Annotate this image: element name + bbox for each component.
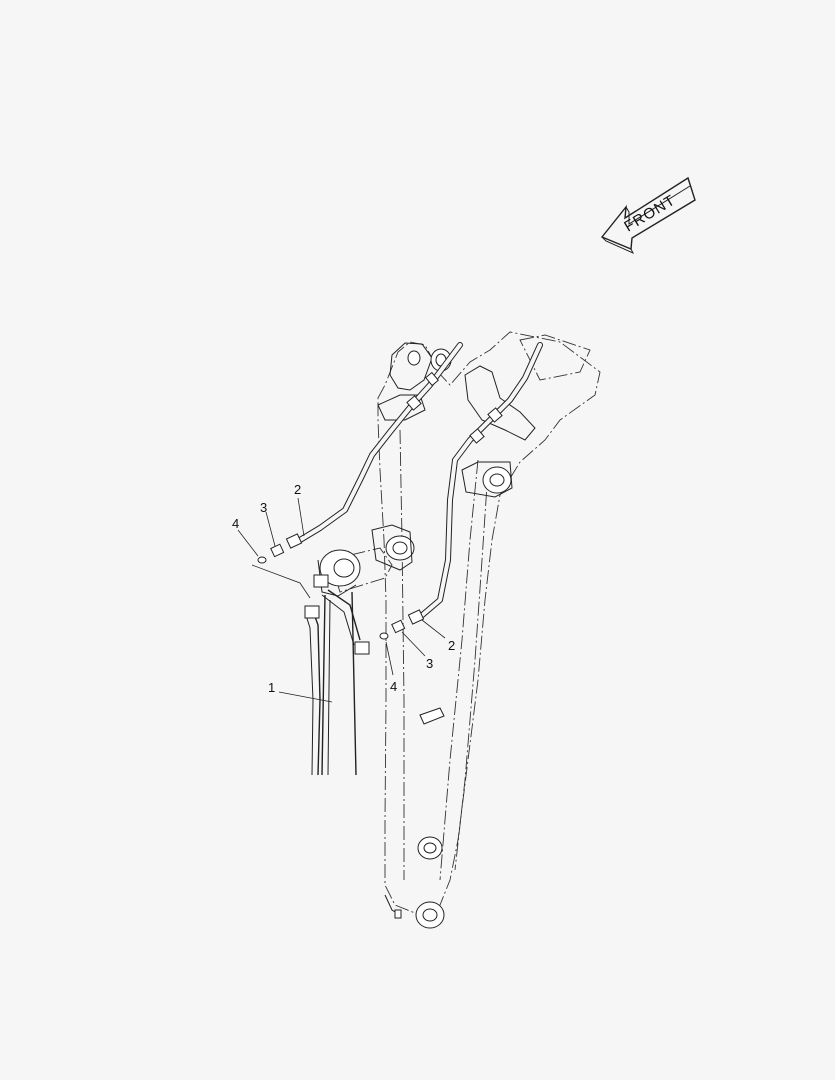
callout-3-upper: 3 [260, 500, 267, 515]
fittings-lower [379, 619, 406, 640]
cylinder-assembly [304, 549, 370, 776]
callout-4-upper: 4 [232, 516, 239, 531]
callout-1: 1 [268, 680, 275, 695]
callout-4-lower: 4 [390, 679, 397, 694]
callout-labels: 1 2 3 4 2 3 4 [232, 482, 455, 695]
boom-details [371, 342, 536, 929]
front-label: FRONT [621, 192, 678, 236]
hose-upper [285, 342, 463, 549]
callout-2-upper: 2 [294, 482, 301, 497]
hose-lower [407, 342, 543, 625]
callout-2-lower: 2 [448, 638, 455, 653]
boom-outline [329, 331, 601, 916]
callout-3-lower: 3 [426, 656, 433, 671]
front-arrow: FRONT [600, 176, 696, 255]
callout-leaders [237, 497, 446, 703]
fittings-upper [251, 543, 311, 599]
